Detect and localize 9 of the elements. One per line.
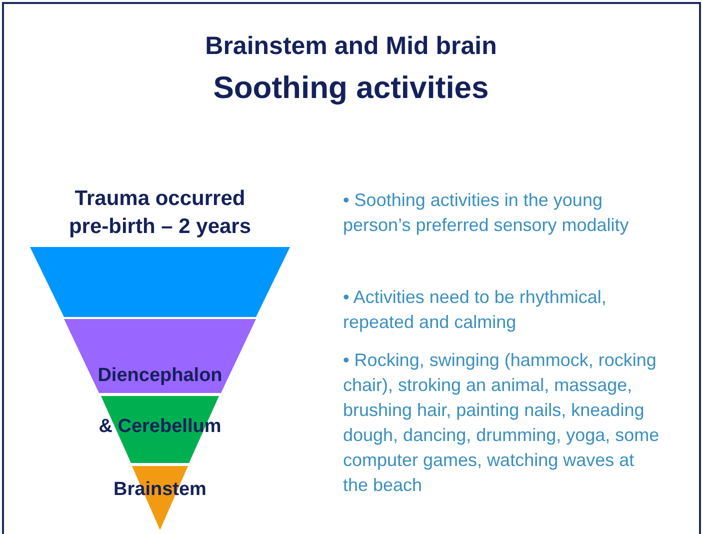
bullet-text: • Soothing activities in the young person’s preferred sensory modality bbox=[343, 189, 630, 237]
bullet-text: • Activities need to be rhythmical, repeated and calming bbox=[343, 286, 608, 334]
band-label: Diencephalon bbox=[96, 365, 224, 387]
title: Brainstem and Mid brain bbox=[204, 32, 498, 61]
funnel-band bbox=[30, 247, 290, 317]
heading: Trauma occurred pre-birth – 2 years bbox=[68, 186, 252, 240]
bullet-text: • Rocking, swinging (hammock, rocking chair), stroking an animal, massage, brushing hair, painting nails, kneading dough, dancing, drumming, yoga, some computer games, watching waves at the beach bbox=[343, 349, 660, 497]
funnel-band bbox=[64, 319, 256, 393]
subtitle: Soothing activities bbox=[212, 70, 490, 106]
